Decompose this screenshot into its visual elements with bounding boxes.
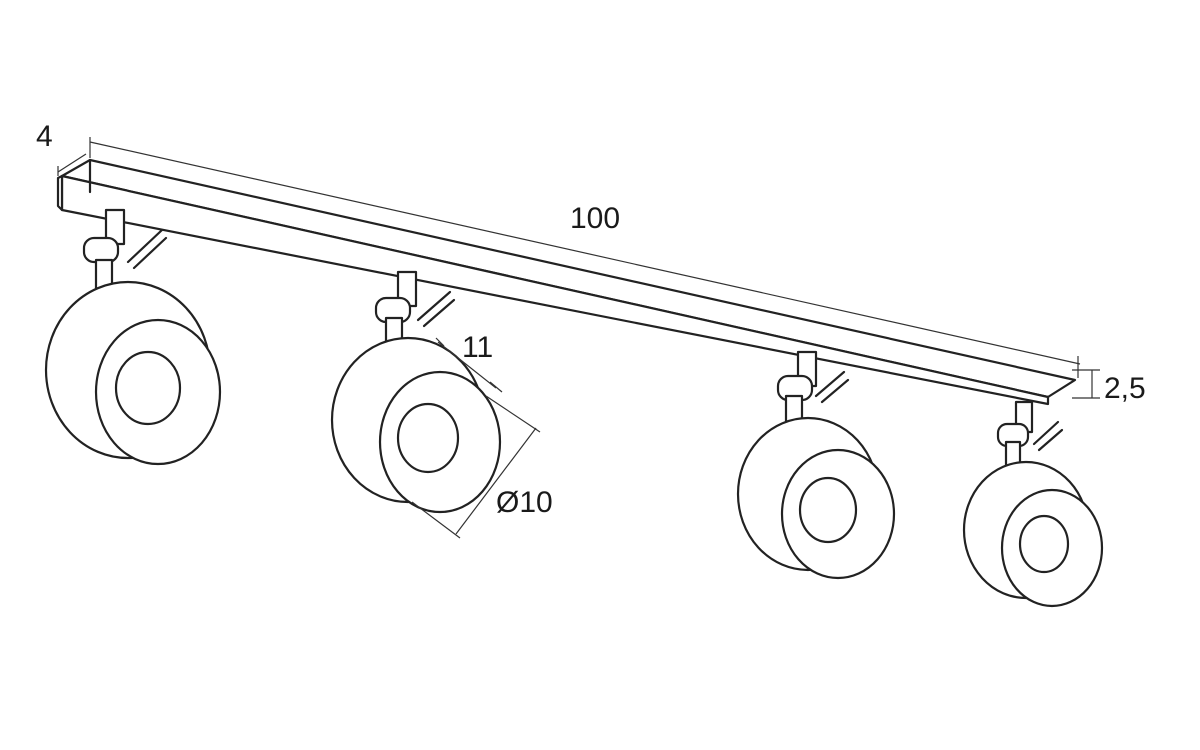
spot-adjust-lever [1032,420,1060,446]
spot-body-front [94,318,222,466]
dimension-lines [57,137,1100,539]
length-label: 100 [570,202,620,235]
height-label: 2,5 [1104,372,1146,405]
spot-height-dimension-line [437,341,497,389]
spot-body-front [780,448,896,580]
depth-label: 4 [36,120,53,153]
spot-lens [396,402,460,474]
spot-diameter-label: Ø10 [496,486,553,519]
spotlight [44,208,222,466]
spotlight [962,400,1104,608]
spot-adjust-lever-edge [820,378,850,404]
spotlight [736,350,896,580]
spot-height-extension-top [435,337,445,347]
length-dimension-line [89,141,1081,365]
spot-adjust-lever-edge [422,298,456,328]
spot-adjust-lever-edge [132,236,168,270]
spot-body-front [1000,488,1104,608]
spot-lens [114,350,182,426]
spot-knuckle [82,236,120,264]
diameter-extension-top [485,395,541,433]
rail-end-face [56,174,64,212]
spotlight [330,270,502,514]
track-rail [56,158,1077,406]
spot-height-label: 11 [462,331,493,364]
spot-adjust-lever [126,228,164,264]
diameter-extension-bottom [411,501,461,539]
spot-height-extension-bottom [489,381,503,393]
spot-lens [798,476,858,544]
spot-body-front [378,370,502,514]
spot-adjust-lever-edge [1037,428,1064,452]
spot-adjust-lever [814,370,846,398]
diameter-dimension-line [455,427,537,535]
spot-adjust-lever [416,290,452,322]
spot-lens [1018,514,1070,574]
depth-dimension-line [57,153,87,173]
